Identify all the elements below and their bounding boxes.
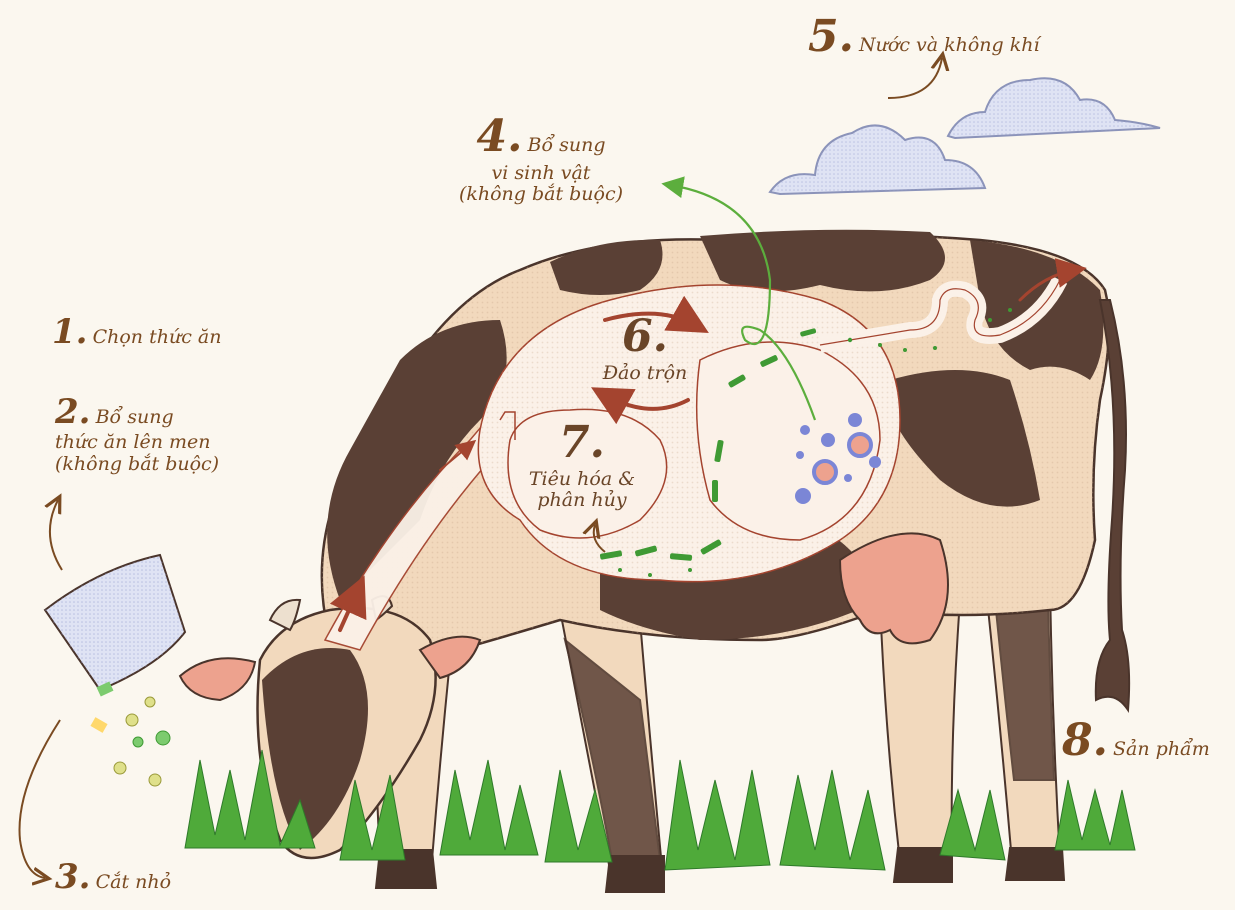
step-7-text-line2: phân hủy [508,490,656,512]
step-4-text-line2: vi sinh vật [425,163,657,185]
step-5-text: Nước và không khí [859,34,1040,56]
step-2-text: Bổ sung [96,406,174,428]
step-6-label: 6. Đảo trộn [580,312,710,384]
clouds [770,78,1160,194]
step-5-label: 5. Nước và không khí [808,12,1040,63]
step-4-number: 4. [476,111,522,162]
step-2-text-line2: thức ăn lên men [55,432,219,454]
step-2-text-line3: (không bắt buộc) [55,454,219,476]
step-3-number: 3. [55,857,91,897]
step-1-number: 1. [52,312,88,352]
step-7-number: 7. [508,418,656,469]
arrow-to-step-5 [888,58,942,98]
step-6-text: Đảo trộn [580,363,710,385]
step-6-number: 6. [580,312,710,363]
step-1-label: 1. Chọn thức ăn [52,313,221,352]
step-2-label: 2. Bổ sung thức ăn lên men (không bắt bu… [55,393,219,476]
step-4-label: 4. Bổ sung vi sinh vật (không bắt buộc) [425,112,657,206]
cow-ear-left [180,658,255,700]
step-7-text: Tiêu hóa & [508,469,656,491]
step-1-text: Chọn thức ăn [93,326,222,348]
step-8-number: 8. [1062,715,1108,766]
step-8-label: 8. Sản phẩm [1062,716,1210,767]
hoof [606,856,664,892]
step-2-number: 2. [55,392,91,432]
step-3-text: Cắt nhỏ [96,871,171,893]
step-7-label: 7. Tiêu hóa & phân hủy [508,418,656,512]
step-4-text: Bổ sung [528,134,606,156]
hoof [1006,848,1064,880]
arrow-to-step-2 [50,500,62,570]
step-3-label: 3. Cắt nhỏ [55,858,171,897]
feed-bucket [45,555,185,786]
step-5-number: 5. [808,11,854,62]
arrow-to-step-3 [20,720,61,878]
step-8-text: Sản phẩm [1113,738,1210,760]
step-4-text-line3: (không bắt buộc) [425,184,657,206]
cow-udder [840,533,948,643]
